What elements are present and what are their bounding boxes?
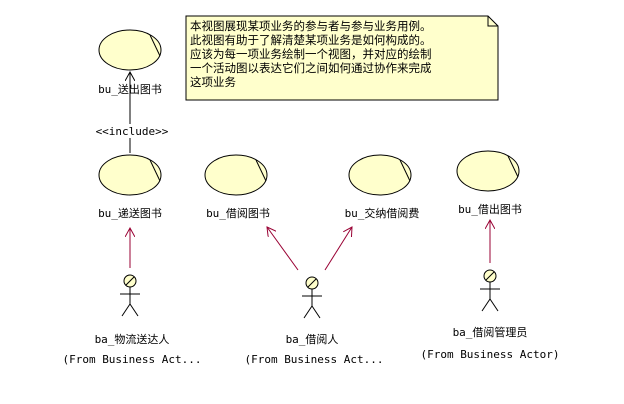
note-line-1: 本视图展现某项业务的参与者与参与业务用例。 (190, 19, 432, 33)
actor-guanli-from: (From Business Actor) (420, 348, 559, 361)
usecase-jiaona-jieyuefei[interactable]: bu_交纳借阅费 (345, 154, 420, 220)
actor-wuliu-from: (From Business Act... (62, 353, 201, 366)
actor-jieyueren[interactable]: ba_借阅人 (From Business Act... (244, 276, 384, 366)
usecase-jiaona-label: bu_交纳借阅费 (345, 206, 420, 220)
usecase-jieyue-label: bu_借阅图书 (206, 207, 270, 220)
usecase-disong-tushu[interactable]: bu_递送图书 (98, 154, 162, 220)
assoc-jieyue-jiaona[interactable] (324, 227, 352, 271)
actor-jieyue-from: (From Business Act... (244, 353, 383, 366)
actor-jieyue-label: ba_借阅人 (286, 333, 339, 346)
note-line-4: 一个活动图以表达它们之间如何通过协作来完成 (190, 61, 432, 75)
note[interactable]: 本视图展现某项业务的参与者与参与业务用例。 此视图有助于了解清楚某项业务是如何构… (185, 15, 499, 101)
actor-icon (120, 274, 140, 317)
usecase-songchu-tushu[interactable]: bu_送出图书 (98, 29, 162, 96)
assoc-jieyue-jieyuetushu[interactable] (267, 227, 299, 271)
actor-wuliu-songdaren[interactable]: ba_物流送达人 (From Business Act... (62, 274, 202, 366)
actor-jieyue-guanliyuan[interactable]: ba_借阅管理员 (From Business Actor) (420, 269, 560, 361)
note-line-5: 这项业务 (190, 75, 236, 89)
usecase-jieyue-tushu[interactable]: bu_借阅图书 (204, 154, 270, 220)
include-relation[interactable]: <<include>> (94, 72, 172, 153)
include-label: <<include>> (96, 125, 169, 138)
note-line-3: 应该为每一项业务绘制一个视图，并对应的绘制 (190, 47, 432, 61)
actor-guanli-label: ba_借阅管理员 (453, 325, 528, 339)
note-line-2: 此视图有助于了解清楚某项业务是如何构成的。 (190, 33, 432, 47)
actor-wuliu-label: ba_物流送达人 (95, 332, 170, 346)
usecase-disong-label: bu_递送图书 (98, 206, 162, 220)
usecase-jiechu-tushu[interactable]: bu_借出图书 (456, 150, 522, 216)
actor-icon (480, 269, 500, 312)
usecase-jiechu-label: bu_借出图书 (458, 202, 522, 216)
actor-icon (302, 276, 322, 319)
